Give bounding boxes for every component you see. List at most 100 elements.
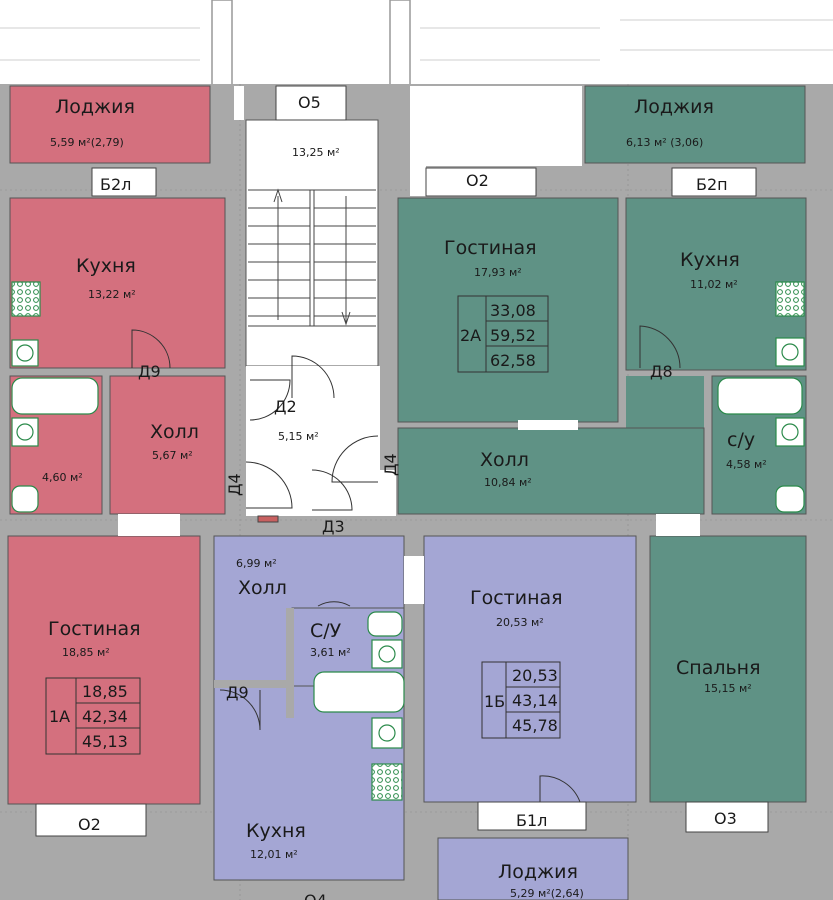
bath-1b-area: 3,61 м² — [310, 646, 351, 659]
tag-d9-bottom: Д9 — [226, 683, 249, 702]
loggia-right — [584, 85, 806, 164]
tag-b1l: Б1л — [516, 811, 547, 830]
tag-o3: О3 — [714, 809, 737, 828]
sink-1b — [371, 639, 403, 669]
toilet-right — [775, 485, 805, 513]
hall-2a-top — [626, 376, 704, 428]
hall-left-area: 5,67 м² — [152, 449, 193, 462]
bath-1b-name: С/У — [310, 620, 342, 642]
stove-right — [775, 281, 805, 317]
stove-left — [11, 281, 41, 317]
sink-kitchen-right — [775, 337, 805, 367]
apt-1a-code: 1А — [49, 707, 70, 726]
living-1a-area: 18,85 м² — [62, 646, 110, 659]
sink-left — [11, 417, 39, 447]
apt-2a-code: 2А — [460, 326, 481, 345]
tag-d3: Д3 — [322, 517, 345, 536]
door-gaps — [118, 420, 700, 536]
apt-2a-value: 33,08 — [490, 301, 536, 320]
room-labels: Лоджия 5,59 м²(2,79) 13,25 м² Лоджия 6,1… — [42, 96, 767, 900]
tag-d8: Д8 — [650, 362, 673, 381]
kitchen-left — [9, 197, 226, 369]
kitchen-right-area: 11,02 м² — [690, 278, 738, 291]
hall-left — [109, 375, 226, 515]
tag-o5: О5 — [298, 93, 321, 112]
stair-area: 13,25 м² — [292, 146, 340, 159]
living-2a-name: Гостиная — [444, 237, 537, 259]
apt-1a-value: 45,13 — [82, 732, 128, 751]
tag-o4: О4 — [304, 891, 327, 900]
kitchen-right-name: Кухня — [680, 249, 740, 271]
apartment-table-1a — [45, 677, 141, 755]
tag-d4-left: Д4 — [225, 473, 244, 496]
bathtub-left — [11, 377, 99, 415]
bedroom-name: Спальня — [676, 657, 761, 679]
sink-right — [775, 417, 805, 447]
apt-2a-value: 59,52 — [490, 326, 536, 345]
hall-1b-name: Холл — [238, 577, 287, 599]
loggia-bottom — [437, 837, 629, 900]
sink-kitchen-1b — [371, 717, 403, 749]
living-1a-name: Гостиная — [48, 618, 141, 640]
hall-left-name: Холл — [150, 421, 199, 443]
staircase — [248, 188, 376, 327]
bath-right-area: 4,58 м² — [726, 458, 767, 471]
apartment-table-1b — [481, 661, 561, 739]
apt-1a-value: 42,34 — [82, 707, 128, 726]
kitchen-1b-area: 12,01 м² — [250, 848, 298, 861]
tag-o2-top: О2 — [466, 171, 489, 190]
hall-2a — [397, 427, 705, 515]
living-2a — [397, 197, 619, 423]
fixtures — [11, 281, 805, 801]
apartment-codes: 2А 33,08 59,52 62,58 1А 18,85 42,34 45,1… — [49, 301, 558, 751]
apt-2a-value: 62,58 — [490, 351, 536, 370]
kitchen-1b-name: Кухня — [246, 820, 306, 842]
apt-1b-value: 20,53 — [512, 666, 558, 685]
loggia-left — [9, 85, 211, 164]
hall-2a-area: 10,84 м² — [484, 476, 532, 489]
hall-2a-name: Холл — [480, 449, 529, 471]
apt-1a-value: 18,85 — [82, 682, 128, 701]
windows — [35, 85, 769, 837]
openings — [234, 86, 582, 196]
living-1b-name: Гостиная — [470, 587, 563, 609]
loggia-bottom-name: Лоджия — [498, 861, 578, 883]
partition-1b-v — [286, 608, 294, 718]
apartment-table-2a — [457, 295, 549, 373]
tag-d9-top: Д9 — [138, 362, 161, 381]
partition-1b — [214, 680, 292, 688]
toilet-left — [11, 485, 39, 513]
bathtub-right — [717, 377, 803, 415]
loggia-bottom-area: 5,29 м²(2,64) — [510, 887, 584, 900]
tag-b2l: Б2л — [100, 175, 131, 194]
tag-o2-bottom: О2 — [78, 815, 101, 834]
tag-b2p: Б2п — [696, 175, 728, 194]
loggia-right-name: Лоджия — [634, 96, 714, 118]
living-1b — [423, 535, 637, 803]
kitchen-left-area: 13,22 м² — [88, 288, 136, 301]
bath-left-area: 4,60 м² — [42, 471, 83, 484]
sink-kitchen-left — [11, 339, 39, 367]
loggia-left-area: 5,59 м²(2,79) — [50, 136, 124, 149]
living-1a — [7, 535, 201, 805]
apt-1b-value: 45,78 — [512, 716, 558, 735]
bedroom-area: 15,15 м² — [704, 682, 752, 695]
bathtub-1b — [313, 671, 405, 713]
doorway-1b — [404, 556, 424, 604]
kitchen-left-name: Кухня — [76, 255, 136, 277]
apt-1b-code: 1Б — [484, 692, 505, 711]
hall-1b-area: 6,99 м² — [236, 557, 277, 570]
lobby-area: 5,15 м² — [278, 430, 319, 443]
loggia-left-name: Лоджия — [55, 96, 135, 118]
loggia-right-area: 6,13 м² (3,06) — [626, 136, 703, 149]
door-swings — [131, 325, 681, 803]
living-2a-area: 17,93 м² — [474, 266, 522, 279]
living-1b-area: 20,53 м² — [496, 616, 544, 629]
tag-d2: Д2 — [274, 397, 297, 416]
opening-tags: О5 О2 Б2л Б2п Д9 Д8 Д2 Д4 Д4 Д3 Д9 О2 Б1… — [78, 93, 737, 900]
apt-1b-value: 43,14 — [512, 691, 558, 710]
bath-right-name: с/у — [727, 429, 755, 451]
bedroom — [649, 535, 807, 803]
lobby-lower — [246, 470, 396, 516]
